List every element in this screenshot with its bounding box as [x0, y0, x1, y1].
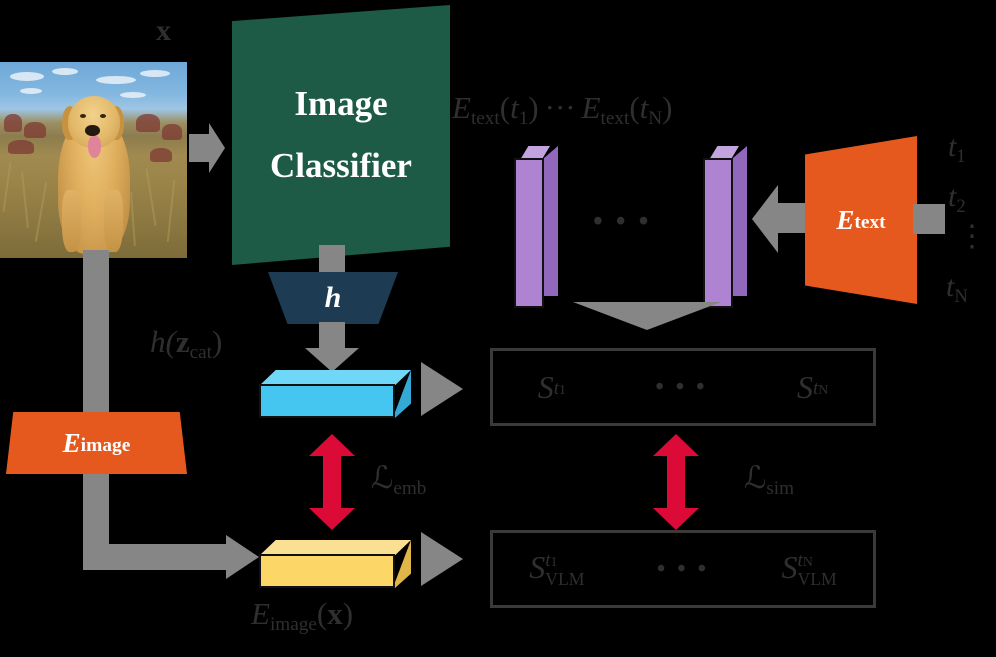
arrow-classifier-embedding-to-scores [421, 362, 463, 416]
image-classifier-block[interactable]: Image Classifier [232, 5, 450, 265]
arrow-head-to-classifier-embedding [305, 322, 359, 374]
loss-similarity-label: ℒsim [744, 460, 794, 498]
dog-leg-right [104, 190, 123, 252]
label-etextN-open: ( [629, 90, 640, 125]
label-etextN-tsub: N [648, 107, 663, 129]
label-eimage-close: ) [342, 596, 354, 631]
arrow-vlm-embedding-to-scores [421, 532, 463, 586]
label-etext1-E: E [452, 90, 471, 125]
arrow-image-to-classifier [189, 123, 225, 173]
dog-nose [85, 125, 100, 136]
text-input-t1-base: t [948, 130, 957, 163]
text-input-vdots: ⋮ [957, 220, 987, 253]
dog-eye-right [100, 114, 106, 118]
text-input-tN-base: t [946, 270, 955, 303]
image-encoder-label-sub: image [80, 435, 131, 457]
label-etextN-t: t [639, 90, 649, 125]
label-etextN-E: E [581, 90, 601, 125]
label-z: z [175, 324, 190, 359]
loss-similarity-arrow [653, 434, 699, 530]
input-image [0, 62, 187, 258]
text-input-t1: t1 [948, 130, 966, 166]
loss-embedding-arrow [309, 434, 355, 530]
loss-emb-sub: emb [393, 477, 427, 499]
text-input-tN: tN [946, 270, 968, 306]
classifier-embedding-label: h(zcat) [150, 324, 223, 362]
input-label-x-text: x [156, 14, 171, 47]
image-encoder-label-main: E [62, 427, 81, 458]
label-h-close: ) [211, 324, 223, 359]
loss-emb-script: ℒ [371, 460, 394, 495]
label-eimage-open: ( [316, 596, 328, 631]
label-z-sub: cat [189, 341, 212, 363]
text-embedding-bar-ellipsis: • • • [593, 206, 652, 237]
dog-eye-left [80, 114, 86, 118]
dog-leg-left [62, 190, 81, 252]
label-eimage-x: x [327, 596, 343, 631]
arrow-text-embeddings-down [573, 302, 721, 330]
input-label-x: x [156, 16, 171, 46]
text-input-t1-sub: 1 [956, 145, 966, 167]
loss-sim-script: ℒ [744, 460, 767, 495]
label-etext-ellipsis: ··· [544, 90, 576, 125]
vlm-scores-ellipsis: • • • [656, 555, 710, 582]
arrow-text-encoder-to-embeddings [752, 185, 816, 253]
text-input-tN-sub: N [954, 285, 968, 307]
text-encoder-label-main: E [836, 204, 855, 235]
label-eimage-sub: image [269, 613, 317, 635]
vlm-embedding-bar [259, 540, 411, 588]
connector-image-down [83, 250, 109, 570]
dog-tongue [88, 136, 101, 158]
classifier-scores-ellipsis: • • • [655, 373, 708, 400]
text-embedding-bar-last [703, 146, 747, 308]
text-embeddings-label: Etext(t1)···Etext(tN) [452, 90, 673, 128]
label-etext1-close: ) [528, 90, 539, 125]
label-etextN-sub: text [600, 107, 630, 129]
connector-image-right [83, 544, 228, 570]
label-eimage-E: E [251, 596, 270, 631]
text-input-t2: t2 [948, 180, 966, 216]
projection-head-block[interactable]: h [268, 272, 398, 324]
loss-embedding-label: ℒemb [371, 460, 426, 498]
label-etextN-close: ) [662, 90, 673, 125]
label-etext1-tsub: 1 [518, 107, 529, 129]
text-input-t2-base: t [948, 180, 957, 213]
label-etext1-open: ( [499, 90, 511, 125]
loss-sim-sub: sim [766, 477, 795, 499]
arrow-image-to-vlm-embedding [226, 535, 259, 579]
vlm-embedding-label: Eimage(x) [251, 596, 354, 634]
text-encoder-label-sub: text [854, 212, 886, 234]
text-input-t2-sub: 2 [956, 195, 966, 217]
label-etext1-t: t [510, 90, 519, 125]
label-etext1-sub: text [470, 107, 500, 129]
text-embedding-bar-first [514, 146, 558, 308]
classifier-label-line1: Image [294, 84, 388, 123]
projection-head-label: h [324, 281, 342, 314]
label-h-open: h( [150, 324, 176, 359]
classifier-embedding-bar [259, 370, 411, 418]
classifier-label-line2: Classifier [270, 146, 412, 185]
connector-text-inputs-to-encoder [913, 204, 945, 234]
